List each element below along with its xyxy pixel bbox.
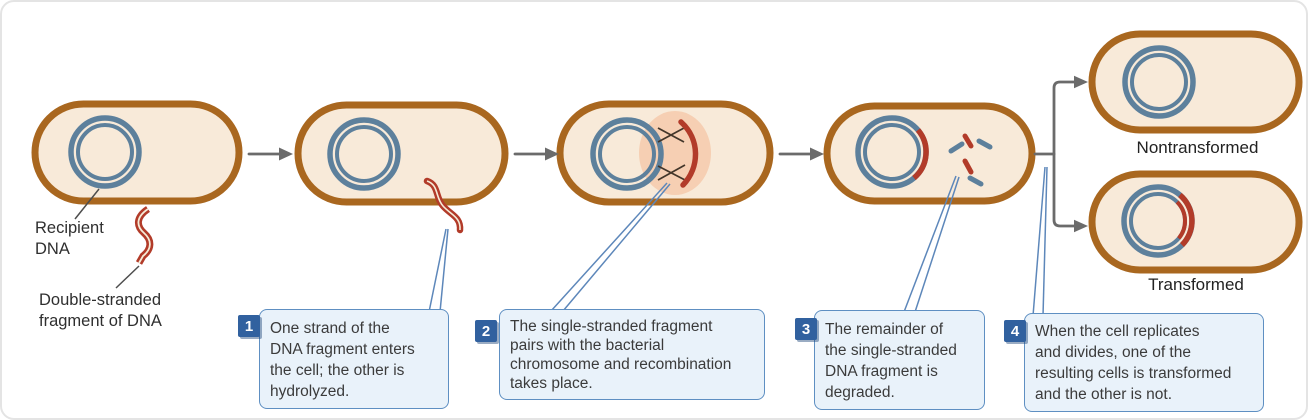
callout-line: degraded.	[825, 384, 895, 401]
step-2-badge: 2	[475, 320, 497, 342]
step-3-badge: 3	[795, 318, 817, 340]
step-1-badge: 1	[238, 315, 260, 337]
recombination-crossover-line	[657, 164, 686, 181]
cell-1-chromosome-inner	[76, 123, 134, 181]
cell-2	[294, 101, 509, 206]
branch-fork	[1052, 80, 1077, 228]
callout-line: When the cell replicates	[1035, 323, 1200, 340]
callout-line: pairs with the bacterial	[510, 337, 665, 354]
callout-line: resulting cells is transformed	[1035, 365, 1232, 382]
callout-line: One strand of the	[270, 320, 390, 337]
callout-line: DNA fragment enters	[270, 341, 415, 358]
nontransformed-chromosome-outer	[1122, 45, 1196, 119]
pairing-dna-strand	[678, 119, 699, 188]
step-4-badge: 4	[1004, 320, 1026, 342]
degraded-dna-dash	[962, 133, 974, 149]
callout-line: the single-stranded	[825, 342, 957, 359]
callout-line: The single-stranded fragment	[510, 318, 713, 335]
cell-3	[556, 100, 774, 206]
transformed-red-segment-outer	[1178, 192, 1195, 247]
dna-fragment	[135, 206, 154, 265]
transformed-label: Transformed	[1148, 275, 1244, 294]
entering-dna-strand	[423, 177, 464, 234]
dna-fragment-label-line2: fragment of DNA	[39, 312, 162, 330]
cell-3-chromosome-outer	[590, 117, 664, 191]
recipient-dna-label-line2: DNA	[35, 240, 70, 258]
callout-line: the cell; the other is	[270, 362, 405, 379]
cell-3-chromosome-inner	[598, 125, 656, 183]
arrow-step-2	[513, 147, 559, 161]
step-1-callout: One strand of the DNA fragment enters th…	[259, 309, 449, 409]
nontransformed-chromosome-inner	[1130, 53, 1188, 111]
degraded-dna-dash	[976, 138, 993, 150]
step-4-text: When the cell replicates and divides, on…	[1035, 321, 1253, 405]
cell-4	[823, 102, 1036, 205]
recipient-dna-label-line1: Recipient	[35, 219, 104, 237]
callout-tails	[428, 166, 1048, 317]
cell-1-chromosome-outer	[68, 115, 142, 189]
cell-1	[31, 100, 243, 205]
recombined-dna-segment	[912, 128, 929, 181]
arrowhead	[1074, 219, 1088, 233]
step-1-text: One strand of the DNA fragment enters th…	[270, 318, 438, 402]
degraded-dna-dash	[948, 141, 965, 154]
nontransformed-label: Nontransformed	[1136, 138, 1259, 157]
callout-line: DNA fragment is	[825, 363, 938, 380]
cell-4-chromosome-inner	[863, 123, 921, 181]
fragment-leader-line	[115, 265, 140, 289]
callout-line: takes place.	[510, 375, 593, 392]
arrowhead	[279, 147, 293, 161]
arrowhead	[1074, 75, 1088, 89]
transformed-red-segment-inner	[1175, 200, 1188, 240]
step-4-callout: When the cell replicates and divides, on…	[1024, 313, 1264, 412]
cell-nontransformed	[1088, 30, 1303, 134]
callout-line: The remainder of	[825, 321, 944, 338]
step-3-callout: The remainder of the single-stranded DNA…	[814, 310, 985, 410]
arrowhead	[810, 147, 824, 161]
cell-2-chromosome-inner	[335, 125, 393, 183]
recombination-crossover-line	[657, 127, 685, 143]
cell-transformed	[1088, 170, 1303, 274]
degraded-dna-dash	[962, 158, 974, 175]
degraded-dna-dash	[967, 175, 984, 187]
callout-line: chromosome and recombination	[510, 356, 732, 373]
recipient-dna-label: Recipient DNA	[35, 218, 104, 260]
step-2-text: The single-stranded fragment pairs with …	[510, 317, 754, 393]
entering-strand-gap	[426, 180, 461, 231]
recipient-dna-leader-line	[74, 188, 100, 220]
callout-line: and divides, one of the	[1035, 344, 1191, 361]
dna-fragment-gap	[137, 208, 151, 264]
dna-fragment-label-line1: Double-stranded	[39, 291, 161, 309]
step-3-text: The remainder of the single-stranded DNA…	[825, 319, 974, 403]
arrowhead	[545, 147, 559, 161]
division-branch	[1033, 75, 1088, 233]
cell-2-chromosome-outer	[327, 117, 401, 191]
callout-line: hydrolyzed.	[270, 383, 350, 400]
dna-fragment-label: Double-stranded fragment of DNA	[39, 290, 162, 332]
callout-line: and the other is not.	[1035, 386, 1173, 403]
step-2-callout: The single-stranded fragment pairs with …	[499, 309, 765, 400]
arrow-step-1	[247, 147, 293, 161]
arrow-step-3	[778, 147, 824, 161]
